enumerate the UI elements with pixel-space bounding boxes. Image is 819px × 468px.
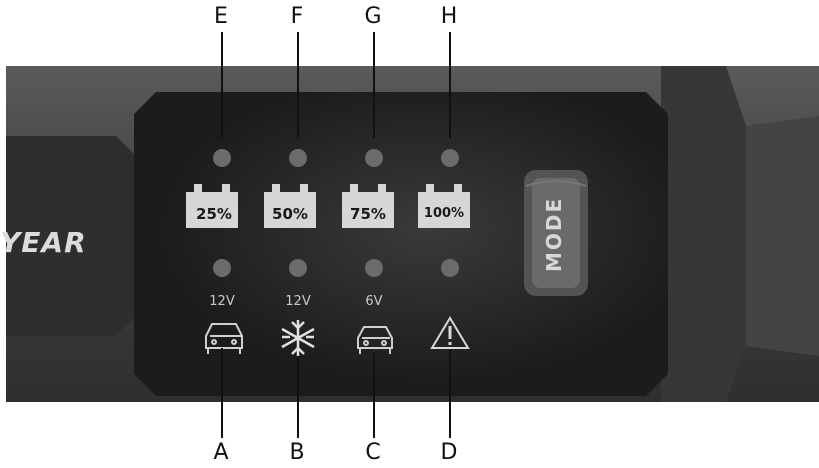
leader-line-f <box>297 32 299 138</box>
led-f <box>289 149 307 167</box>
battery-badge-25 <box>186 184 238 228</box>
brand-text: YEAR <box>0 226 87 259</box>
led-e <box>213 149 231 167</box>
led-b <box>289 259 307 277</box>
car-icon <box>205 323 243 354</box>
battery-badge-50 <box>264 184 316 228</box>
led-h <box>441 149 459 167</box>
leader-line-e <box>221 32 223 138</box>
callout-label-h: H <box>440 4 458 29</box>
charger-panel-photo <box>6 66 819 402</box>
battery-level-100-label: 100% <box>423 206 465 221</box>
voltage-label-a: 12V <box>209 294 235 309</box>
callout-label-c: C <box>365 440 381 465</box>
callout-label-d: D <box>440 440 458 465</box>
right-rib <box>661 66 746 402</box>
led-a <box>213 259 231 277</box>
left-bevel <box>6 136 136 336</box>
callout-label-a: A <box>213 440 229 465</box>
leader-line-h <box>449 32 451 138</box>
callout-label-b: B <box>289 440 305 465</box>
callout-label-f: F <box>290 4 304 29</box>
battery-badges <box>186 184 470 228</box>
battery-badge-75 <box>342 184 394 228</box>
voltage-label-b: 12V <box>285 294 311 309</box>
callout-label-g: G <box>364 4 382 29</box>
mode-button-face <box>532 178 580 288</box>
warning-triangle-icon <box>430 316 470 349</box>
car-icon <box>357 326 393 354</box>
led-c <box>365 259 383 277</box>
charger-panel-svg <box>6 66 819 402</box>
leader-line-c <box>373 352 375 438</box>
callout-label-e: E <box>214 4 228 29</box>
leader-line-d <box>449 350 451 438</box>
mode-button-label[interactable]: MODE <box>542 196 566 272</box>
battery-level-75-label: 75% <box>350 205 386 223</box>
display-recess <box>134 92 668 396</box>
battery-badge-100 <box>418 184 470 228</box>
battery-level-25-label: 25% <box>196 205 232 223</box>
led-g <box>365 149 383 167</box>
battery-level-50-label: 50% <box>272 205 308 223</box>
right-rib-face <box>746 116 819 356</box>
voltage-label-c: 6V <box>365 294 383 309</box>
leader-line-g <box>373 32 375 138</box>
leader-line-a <box>221 348 223 438</box>
led-d <box>441 259 459 277</box>
leader-line-b <box>297 356 299 438</box>
snowflake-icon <box>281 320 315 356</box>
